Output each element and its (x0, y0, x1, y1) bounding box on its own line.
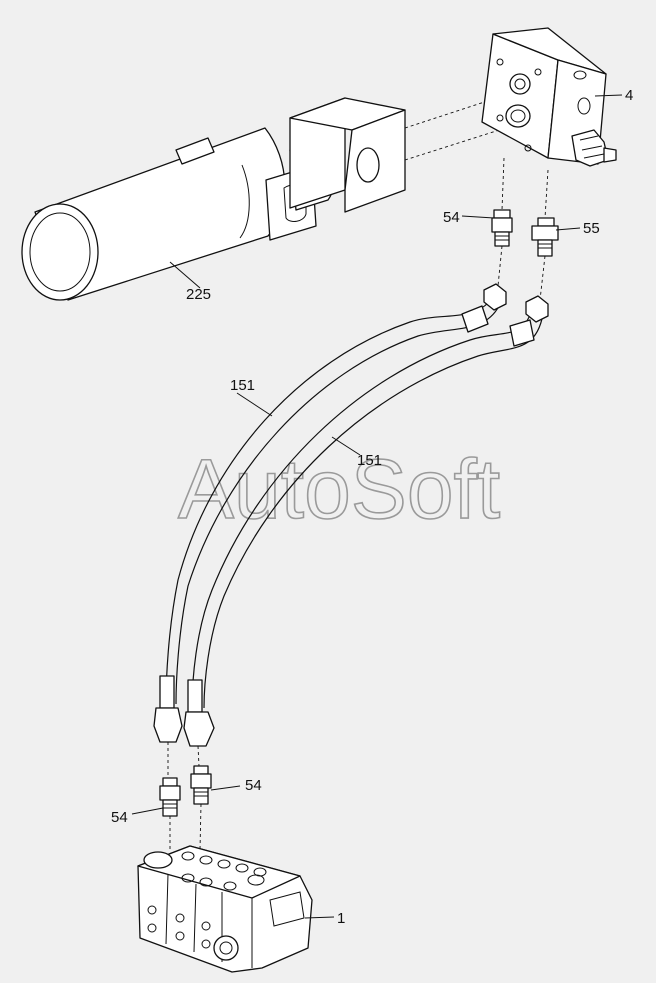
watermark: AutoSoft (178, 442, 500, 536)
leader-55 (555, 227, 581, 231)
fitting-55-top (531, 217, 559, 257)
label-54-bottom-left: 54 (111, 809, 128, 826)
label-55: 55 (583, 220, 600, 237)
label-225: 225 (186, 286, 211, 303)
label-151-b: 151 (357, 452, 382, 469)
label-1: 1 (337, 910, 345, 927)
leader-1 (304, 916, 335, 919)
label-151-a: 151 (230, 377, 255, 394)
leader-54-bottom-left (131, 807, 164, 815)
label-4: 4 (625, 87, 633, 104)
leader-54-top (461, 215, 495, 219)
fitting-54-top (491, 209, 513, 247)
valve-block (481, 27, 617, 167)
control-valve (137, 845, 313, 973)
fitting-54-bottom-left (159, 777, 181, 817)
leader-4 (594, 94, 623, 97)
leader-151-a (236, 392, 273, 417)
leader-54-bottom-right (210, 785, 241, 791)
fitting-54-bottom-right (190, 765, 212, 805)
leader-151-b (331, 436, 361, 456)
label-54-top: 54 (443, 209, 460, 226)
label-54-bottom-right: 54 (245, 777, 262, 794)
hydraulic-hoses (153, 283, 549, 747)
hydraulic-cylinder (21, 97, 406, 301)
leader-225 (169, 261, 201, 289)
